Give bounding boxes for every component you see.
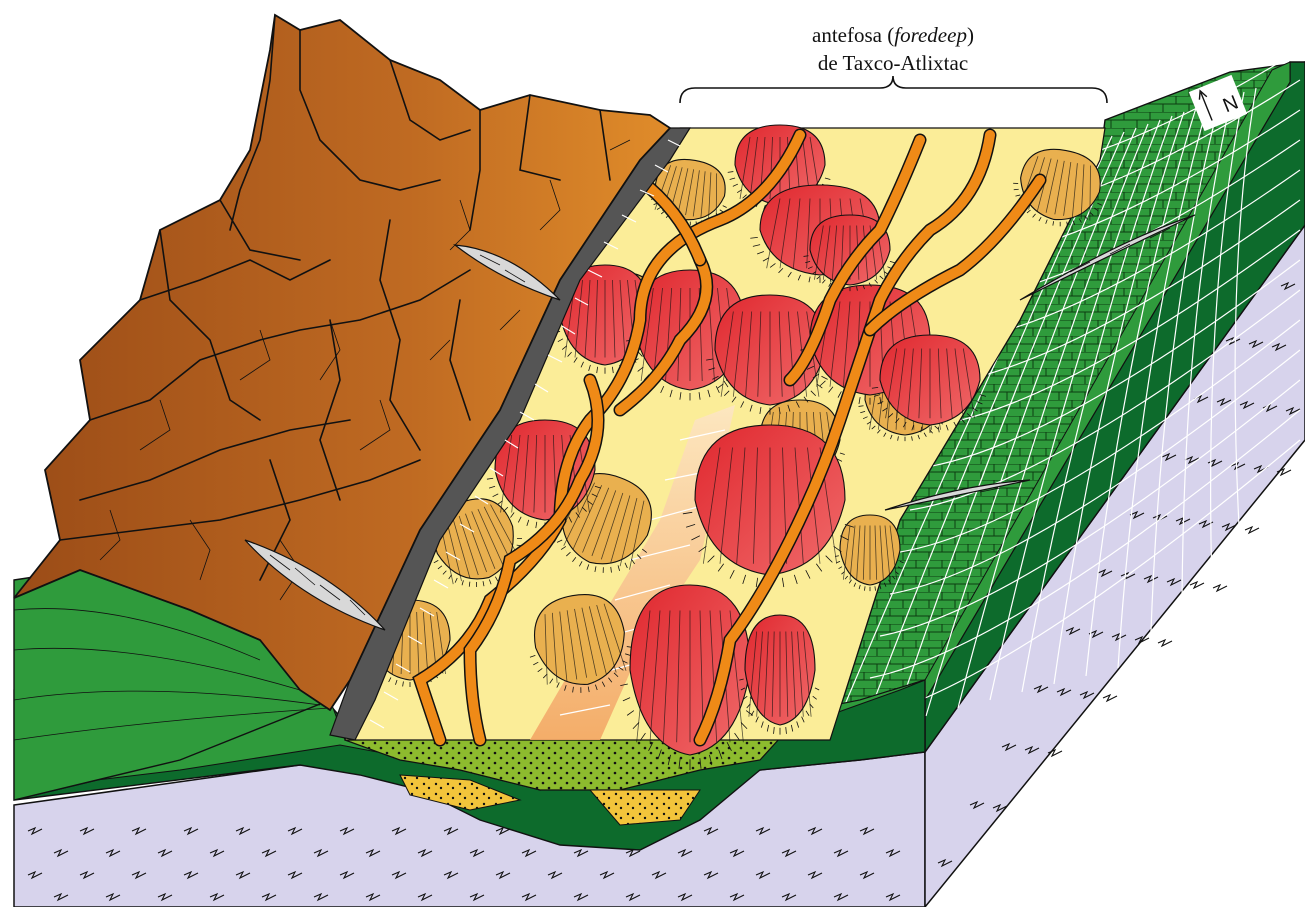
foredeep-title: antefosa (foredeep) de Taxco-Atlixtac bbox=[680, 23, 1107, 103]
foredeep-brace bbox=[680, 76, 1107, 103]
basement-tick bbox=[1190, 582, 1204, 588]
basement-tick bbox=[1158, 640, 1172, 646]
basement-tick bbox=[1245, 527, 1259, 533]
basement-tick bbox=[1103, 695, 1117, 701]
basement-tick bbox=[1213, 585, 1227, 591]
title-line1: antefosa (foredeep) bbox=[812, 23, 974, 47]
title-line2: de Taxco-Atlixtac bbox=[818, 51, 968, 75]
